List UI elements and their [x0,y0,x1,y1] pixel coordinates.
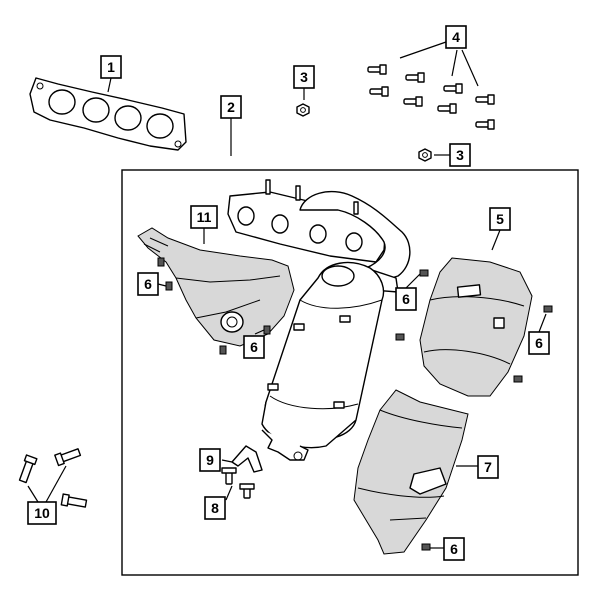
callout-6-left: 6 [137,272,159,296]
callout-7-label: 7 [484,459,492,475]
callout-5-label: 5 [496,211,504,227]
callout-11-label: 11 [197,209,212,225]
callout-4: 4 [445,25,467,49]
manifold-gasket [29,77,187,151]
bolts-group-6 [157,257,553,551]
callout-6-left-label: 6 [144,276,152,292]
callout-3-lower: 3 [449,143,471,167]
callout-1-label: 1 [107,59,115,75]
catalytic-converter [261,261,385,461]
callout-6-center-label: 6 [402,291,410,307]
callout-5: 5 [489,207,511,231]
callout-9-label: 9 [206,452,214,468]
nut-upper [296,103,310,117]
callout-10-label: 10 [34,505,50,521]
assembly-frame [121,169,579,576]
bolts-group-8 [221,467,255,499]
studs-group [367,64,495,130]
bracket [231,445,263,473]
nut-lower [418,148,432,162]
converter-heat-shield-lower [353,389,469,555]
leader-lines [27,41,547,549]
upper-heat-shield [137,227,295,347]
callout-2-label: 2 [227,99,235,115]
converter-heat-shield-upper [419,257,533,397]
callout-3-lower-label: 3 [456,147,464,163]
callout-8-label: 8 [211,500,219,516]
callout-3-upper: 3 [293,65,315,89]
callout-6-center: 6 [395,287,417,311]
bolts-group-10 [18,448,88,508]
callout-11: 11 [190,205,218,229]
callout-3-upper-label: 3 [300,69,308,85]
callout-6-mid-label: 6 [250,339,258,355]
callout-2: 2 [220,95,242,119]
callout-7: 7 [477,455,499,479]
callout-9: 9 [199,448,221,472]
callout-8: 8 [204,496,226,520]
callout-10: 10 [27,501,57,525]
callout-1: 1 [100,55,122,79]
callout-4-label: 4 [452,29,460,45]
callout-6-bottom: 6 [443,537,465,561]
callout-6-bottom-label: 6 [450,541,458,557]
exhaust-manifold [227,179,411,293]
callout-6-right: 6 [528,331,550,355]
callout-6-mid: 6 [243,335,265,359]
callout-6-right-label: 6 [535,335,543,351]
